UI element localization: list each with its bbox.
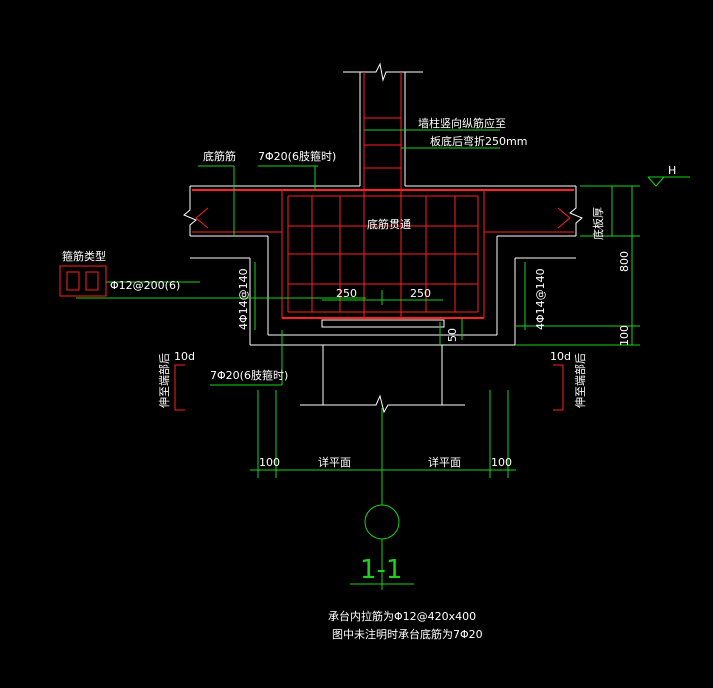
slab-thickness-label: 底板厚: [591, 207, 605, 240]
bottom-bar-through-label: 底筋贯通: [367, 217, 411, 231]
side-bar-left-label: 4Φ14@140: [237, 268, 250, 330]
pile-outline: [300, 345, 465, 414]
side-bar-right-label: 4Φ14@140: [534, 268, 547, 330]
column-outline: [343, 62, 423, 186]
dim-250-left: 250: [336, 287, 357, 300]
dim-100-right: 100: [618, 325, 631, 346]
annotations: 墙柱竖向纵筋应至 板底后弯折250mm 底筋筋 7Φ20(6肢箍时) 底筋贯通 …: [62, 116, 676, 641]
dim-100-right-bottom: 100: [491, 456, 512, 469]
stirrup-spec: Φ12@200(6): [110, 279, 180, 292]
dim-100-left-bottom: 100: [259, 456, 280, 469]
wall-bar-note-1: 墙柱竖向纵筋应至: [418, 116, 506, 130]
note-line-2: 图中未注明时承台底筋为7Φ20: [332, 627, 483, 641]
anchor-10d-right: 10d: [550, 350, 571, 363]
dim-50: 50: [446, 328, 459, 342]
wall-bar-note-2: 板底后弯折250mm: [430, 134, 527, 148]
reinforcement: [59, 72, 574, 411]
bottom-rebar-label: 底筋筋: [203, 149, 236, 163]
dim-250-right: 250: [410, 287, 431, 300]
span-right-label: 详平面: [428, 455, 461, 469]
anchor-note-left: 伸至端部后: [157, 353, 171, 408]
section-number: 1-1: [360, 555, 402, 585]
note-line-1: 承台内拉筋为Φ12@420x400: [328, 609, 476, 623]
elevation-mark: H: [668, 164, 676, 177]
span-left-label: 详平面: [318, 455, 351, 469]
dimension-lines: [76, 129, 690, 590]
slab-outline: [183, 185, 583, 346]
dim-800: 800: [618, 251, 631, 272]
bottom-bar-callout: 7Φ20(6肢箍时): [210, 368, 288, 382]
anchor-10d-left: 10d: [174, 350, 195, 363]
stirrup-type-title: 箍筋类型: [62, 249, 106, 263]
top-bar-callout: 7Φ20(6肢箍时): [258, 149, 336, 163]
anchor-note-right: 伸至端部后: [573, 353, 587, 408]
